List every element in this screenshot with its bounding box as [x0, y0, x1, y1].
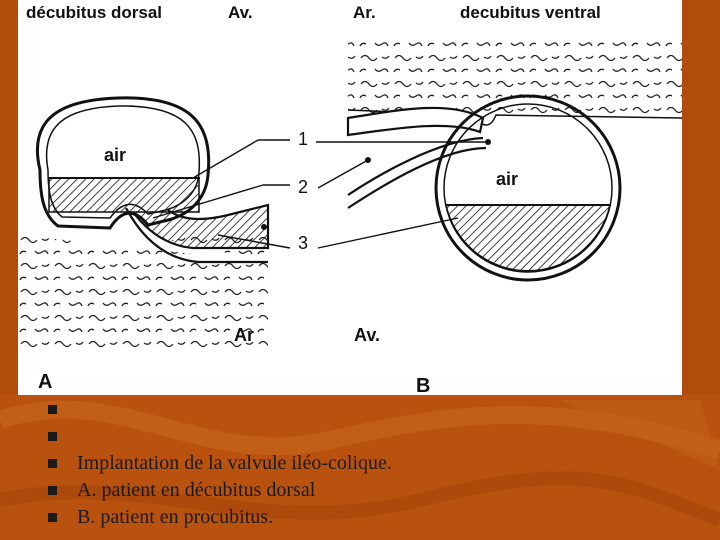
caption-line-1: Implantation de la valvule iléo-colique.: [77, 452, 392, 474]
callout-line-2-right: [317, 159, 369, 189]
ileum-wall-a: [125, 207, 268, 264]
panel-a-letter: A: [38, 371, 53, 393]
callout-line-3-right: [317, 217, 459, 249]
panel-b-back-label: Ar.: [353, 3, 376, 22]
panel-a-front-label: Av.: [228, 3, 253, 22]
callout-3-number: 3: [298, 233, 309, 253]
panel-a-back-label: Ar: [234, 325, 255, 345]
figure-panel: décubitus dorsal Av. Ar. decubitus ventr…: [18, 0, 682, 397]
panel-b-air-label: air: [496, 169, 519, 189]
panel-b-letter: B: [416, 375, 431, 397]
callout-2-number: 2: [298, 177, 309, 197]
bullet-square-icon: [48, 459, 57, 468]
callout-1-number: 1: [298, 129, 309, 149]
ileocecal-valve-diagram: [18, 42, 682, 350]
fluid-level-a: [48, 177, 200, 213]
ileum-lower-b: [347, 136, 484, 196]
caption-line-2: A. patient en décubitus dorsal: [77, 479, 316, 501]
callout-line-2-leftdiag: [152, 184, 264, 219]
list-item: [48, 396, 392, 423]
panel-a-air-label: air: [104, 145, 127, 165]
panel-b-title: decubitus ventral: [460, 3, 601, 22]
cecum-outer-wall-a: [35, 96, 211, 230]
list-item: A. patient en décubitus dorsal: [48, 477, 392, 504]
panel-b-front-label: Av.: [354, 325, 381, 345]
callout-line-3-left: [217, 234, 291, 249]
callout-dot-1: [485, 139, 491, 145]
list-item: [48, 423, 392, 450]
bullet-square-icon: [48, 432, 57, 441]
panel-a-title: décubitus dorsal: [26, 3, 163, 22]
tissue-area-a: [18, 232, 268, 350]
list-item: B. patient en procubitus.: [48, 504, 392, 531]
list-item: Implantation de la valvule iléo-colique.: [48, 450, 392, 477]
callout-dot-2: [365, 157, 371, 163]
bullet-square-icon: [48, 405, 57, 414]
bullet-square-icon: [48, 486, 57, 495]
caption-line-3: B. patient en procubitus.: [77, 506, 274, 528]
caption-bullet-list: Implantation de la valvule iléo-colique.…: [48, 396, 392, 531]
bullet-square-icon: [48, 513, 57, 522]
cecum-inner-wall-b: [443, 103, 613, 273]
ileum-lower-b2: [347, 146, 487, 209]
fluid-level-b: [445, 204, 611, 272]
ileum-b: [346, 106, 485, 137]
callout-dot-3a: [261, 224, 267, 230]
cecum-outer-wall-b: [434, 94, 622, 282]
callout-line-1-left: [192, 139, 259, 179]
